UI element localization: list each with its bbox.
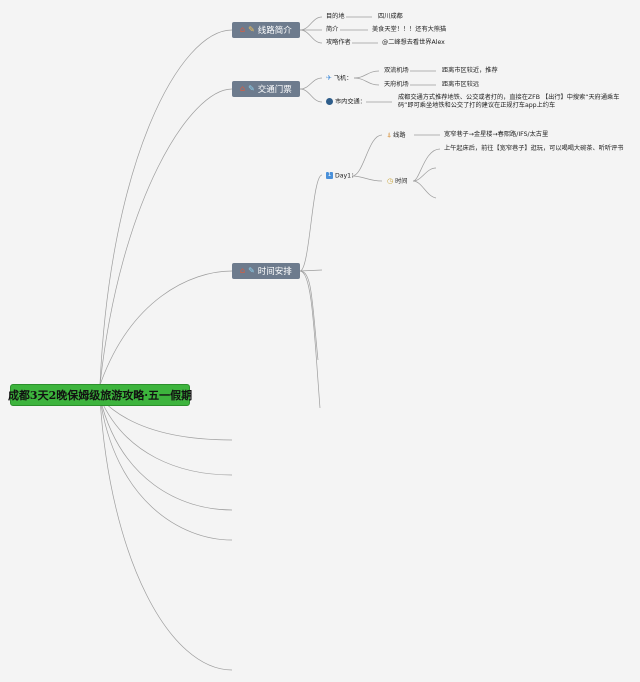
intro-key: 简介 bbox=[326, 26, 339, 33]
flight-label: 飞机： bbox=[333, 75, 353, 82]
route-label: 线路 bbox=[393, 132, 406, 139]
topic-label: 交通门票 bbox=[257, 85, 292, 95]
edge-root-b6 bbox=[99, 397, 233, 511]
time-text: 上午起床后，前往【宽窄巷子】逛玩，可以喝喝大碗茶、听听评书 bbox=[444, 145, 624, 152]
root-node[interactable]: 成都3天2晚保姆级旅游攻略·五一假期 bbox=[8, 384, 192, 406]
topic-label: 时间安排 bbox=[257, 267, 292, 277]
intro-key: 目的地 bbox=[326, 13, 345, 20]
city-transport-label: 市内交通： bbox=[334, 98, 366, 106]
route-text: 宽窄巷子→金星楼→春熙路/IFS/太古里 bbox=[444, 131, 549, 138]
globe-icon bbox=[326, 98, 333, 105]
pencil-icon: ✎ bbox=[248, 25, 255, 34]
number-badge: 1 bbox=[326, 172, 333, 179]
time-label: 时间 bbox=[395, 178, 408, 185]
airport-name: 天府机场 bbox=[384, 81, 409, 88]
home-icon: ⌂ bbox=[240, 266, 246, 275]
topic-transport[interactable]: ⌂ ✎ 交通门票 bbox=[232, 81, 300, 97]
edge-root-transport bbox=[99, 88, 233, 386]
pin-icon: ⍋ bbox=[387, 131, 392, 139]
airport-note: 距离市区较近，推荐 bbox=[442, 67, 498, 74]
clock-icon: ◷ bbox=[387, 177, 394, 185]
route-node[interactable]: ⍋ 线路 bbox=[387, 131, 406, 140]
edge-root-schedule bbox=[99, 270, 233, 386]
city-transport-node[interactable]: 市内交通： bbox=[326, 98, 366, 107]
flight-node[interactable]: ✈ 飞机： bbox=[326, 74, 352, 83]
edge-root-b8 bbox=[99, 397, 233, 671]
edge-root-intro bbox=[99, 29, 233, 386]
topic-label: 线路简介 bbox=[257, 26, 292, 36]
home-icon: ⌂ bbox=[240, 84, 246, 93]
day1-label: Day1： bbox=[334, 172, 358, 180]
intro-value: 美食天堂！！！还有大熊猫 bbox=[372, 26, 447, 33]
airplane-icon: ✈ bbox=[326, 74, 332, 82]
topic-schedule[interactable]: ⌂ ✎ 时间安排 bbox=[232, 263, 300, 279]
edge-root-b5 bbox=[99, 397, 233, 476]
airport-name: 双流机场 bbox=[384, 67, 409, 74]
topic-route-intro[interactable]: ⌂ ✎ 线路简介 bbox=[232, 22, 300, 38]
city-transport-text: 码”即可乘坐地铁和公交了打的建议在正规打车app上约车 bbox=[398, 102, 556, 109]
pencil-icon: ✎ bbox=[248, 84, 255, 93]
home-icon: ⌂ bbox=[240, 25, 246, 34]
day1-node[interactable]: 1 Day1： bbox=[326, 172, 357, 181]
time-node[interactable]: ◷ 时间 bbox=[387, 177, 407, 186]
edge-root-b4 bbox=[99, 397, 233, 441]
airport-note: 距离市区较远 bbox=[442, 81, 480, 88]
intro-key: 攻略作者 bbox=[326, 39, 351, 46]
pencil-icon: ✎ bbox=[248, 266, 255, 275]
city-transport-text: 成都交通方式推荐地铁、公交或者打的，直接在ZFB 【出行】中搜索“天府通乘车 bbox=[398, 94, 620, 101]
intro-value: 四川成都 bbox=[378, 13, 403, 20]
edge-root-b7 bbox=[99, 397, 233, 541]
intro-value: @二峰想去看世界Alex bbox=[382, 39, 445, 46]
